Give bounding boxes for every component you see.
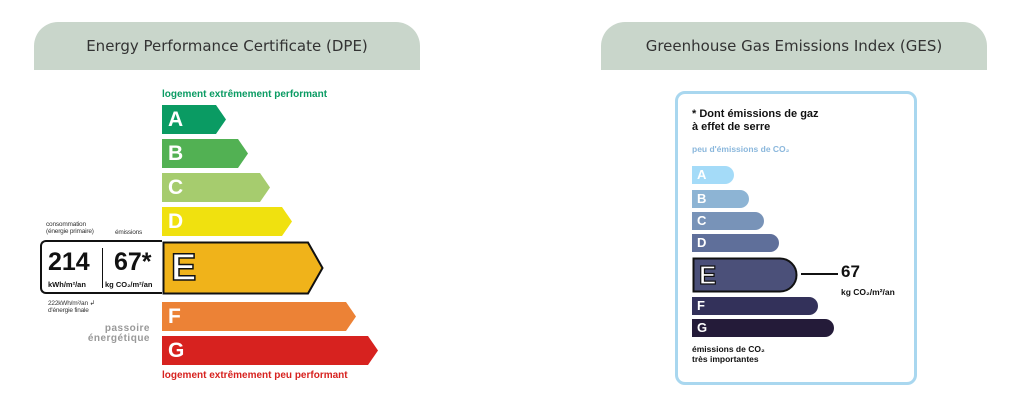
ges-class-g: G [692, 319, 834, 337]
return-arrow-icon: ↲ [89, 300, 95, 307]
dpe-class-g: G [162, 336, 378, 365]
final-energy-note: 222kWh/m²/an ↲ d'énergie finale [48, 300, 95, 314]
ges-class-b: B [692, 190, 749, 208]
ges-top-label: peu d'émissions de CO₂ [692, 144, 790, 154]
emissions-label: émissions [115, 229, 143, 236]
ges-class-letter: B [697, 191, 707, 206]
ges-bottom-label: émissions de CO₂ très importantes [692, 344, 765, 364]
emissions-unit: kg CO₂/m²/an [105, 280, 153, 289]
ges-class-c: C [692, 212, 764, 230]
ges-unit: kg CO₂/m²/an [841, 287, 895, 297]
dpe-class-a: A [162, 105, 226, 134]
consumption-unit: kWh/m²/an [48, 280, 86, 289]
ges-header: * Dont émissions de gaz à effet de serre [692, 108, 819, 133]
dpe-class-letter: C [168, 176, 184, 199]
ges-class-letter: E [698, 259, 717, 290]
dpe-class-c: C [162, 173, 270, 202]
dpe-class-letter: F [168, 305, 181, 328]
ges-class-e: E [692, 257, 798, 293]
ges-connector-line [801, 273, 838, 275]
ges-class-letter: A [697, 167, 707, 182]
ges-class-d: D [692, 234, 779, 252]
dpe-class-d: D [162, 207, 292, 236]
dpe-class-b: B [162, 139, 248, 168]
ges-tab-title: Greenhouse Gas Emissions Index (GES) [601, 22, 987, 70]
ges-class-f: F [692, 297, 818, 315]
dpe-top-label: logement extrêmement performant [162, 89, 328, 100]
value-divider [102, 248, 103, 288]
dpe-bottom-label: logement extrêmement peu performant [162, 370, 348, 381]
dpe-class-letter: D [168, 210, 184, 233]
consumption-label: consommation (énergie primaire) [46, 221, 94, 235]
dpe-class-letter: G [168, 339, 185, 362]
passoire-label: passoire énergétique [87, 323, 150, 344]
dpe-class-letter: E [170, 246, 197, 290]
dpe-value-box: 214 kWh/m²/an 67* kg CO₂/m²/an [40, 240, 162, 294]
dpe-class-f: F [162, 302, 356, 331]
dpe-tab-title: Energy Performance Certificate (DPE) [34, 22, 420, 70]
ges-class-letter: G [697, 320, 708, 335]
dpe-class-letter: A [168, 108, 184, 131]
dpe-class-e: E [162, 241, 324, 295]
ges-class-a: A [692, 166, 734, 184]
emissions-value: 67* [114, 248, 152, 276]
consumption-value: 214 [48, 248, 90, 276]
ges-class-letter: C [697, 213, 707, 228]
ges-value: 67 [841, 262, 860, 281]
ges-class-letter: D [697, 235, 707, 250]
dpe-class-letter: B [168, 142, 184, 165]
ges-class-letter: F [697, 298, 705, 313]
